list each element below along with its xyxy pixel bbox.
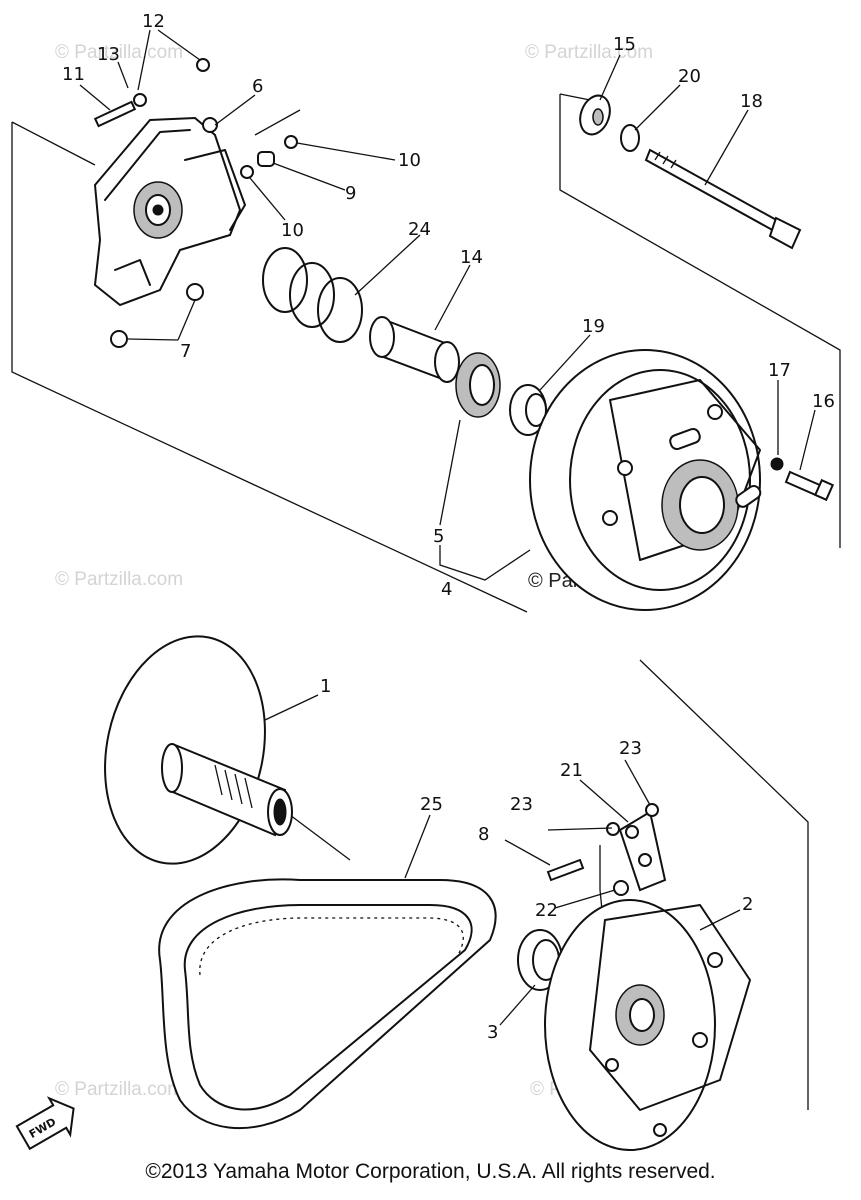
watermark: © Partzilla.com bbox=[55, 42, 183, 63]
seal bbox=[455, 352, 501, 418]
callout-9: 9 bbox=[345, 183, 356, 204]
hardware-top-left bbox=[93, 58, 298, 348]
callout-23b: 23 bbox=[619, 738, 642, 759]
callout-8: 8 bbox=[478, 824, 489, 845]
drive-belt bbox=[158, 878, 497, 1130]
forward-arrow-icon: FWD bbox=[15, 1096, 75, 1151]
callout-14: 14 bbox=[460, 247, 483, 268]
callout-18: 18 bbox=[740, 91, 763, 112]
fixed-sheave bbox=[104, 635, 293, 865]
drum-bolt bbox=[770, 457, 835, 502]
callout-11: 11 bbox=[62, 64, 85, 85]
center-bolt-hardware bbox=[579, 94, 802, 250]
bushing bbox=[509, 384, 547, 436]
sliding-sheave bbox=[529, 349, 762, 611]
callout-10b: 10 bbox=[281, 220, 304, 241]
callout-25: 25 bbox=[420, 794, 443, 815]
sleeve bbox=[369, 316, 460, 383]
callout-4: 4 bbox=[441, 579, 452, 600]
copyright-notice: ©2013 Yamaha Motor Corporation, U.S.A. A… bbox=[145, 1160, 716, 1183]
callout-24: 24 bbox=[408, 219, 431, 240]
callout-12: 12 bbox=[142, 11, 165, 32]
spider-assembly bbox=[93, 116, 246, 307]
callout-19: 19 bbox=[582, 316, 605, 337]
callout-2: 2 bbox=[742, 894, 753, 915]
callout-13: 13 bbox=[97, 44, 120, 65]
callout-17: 17 bbox=[768, 360, 791, 381]
watermark: © Partzilla.com bbox=[55, 1079, 183, 1100]
sliding-sheave-lower bbox=[544, 899, 751, 1151]
callout-15: 15 bbox=[613, 34, 636, 55]
watermark: © Partzilla.com bbox=[55, 569, 183, 590]
callout-1: 1 bbox=[320, 676, 331, 697]
callout-10a: 10 bbox=[398, 150, 421, 171]
callout-3: 3 bbox=[487, 1022, 498, 1043]
assembly-outline-top bbox=[11, 93, 841, 613]
leader-lines bbox=[79, 29, 816, 1026]
callout-21: 21 bbox=[560, 760, 583, 781]
callouts: 12 13 11 6 10 9 10 24 14 19 15 20 18 17 … bbox=[62, 11, 835, 1043]
callout-5: 5 bbox=[433, 526, 444, 547]
watermark: © Partzilla.com bbox=[525, 42, 653, 63]
weight-arm-hardware bbox=[546, 803, 667, 896]
callout-20: 20 bbox=[678, 66, 701, 87]
callout-23a: 23 bbox=[510, 794, 533, 815]
callout-16: 16 bbox=[812, 391, 835, 412]
spring bbox=[262, 247, 363, 343]
callout-22: 22 bbox=[535, 900, 558, 921]
callout-6: 6 bbox=[252, 76, 263, 97]
callout-7: 7 bbox=[180, 341, 191, 362]
